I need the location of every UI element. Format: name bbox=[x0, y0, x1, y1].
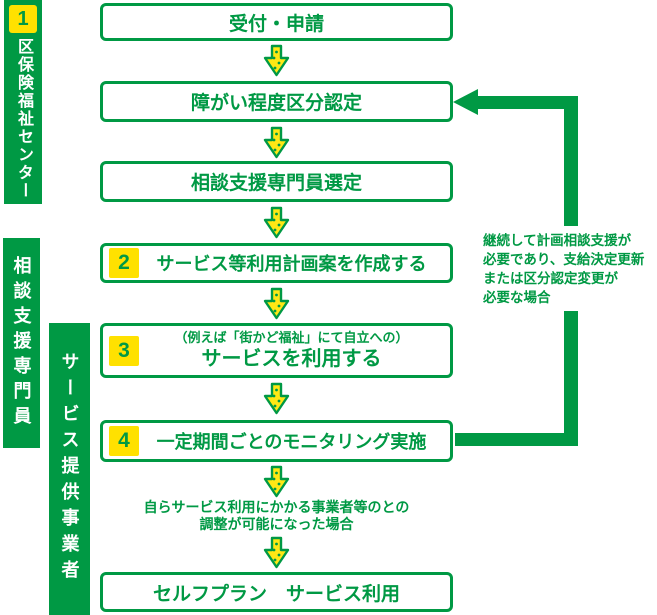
box-periodic-monitoring: 4 一定期間ごとのモニタリング実施 bbox=[100, 420, 453, 462]
sidebar-consultation-specialist: 相談支援専門員 bbox=[3, 238, 40, 448]
caption-self-line2: 調整が可能になった場合 bbox=[199, 516, 354, 532]
down-arrow-icon bbox=[263, 206, 290, 239]
down-arrow-icon bbox=[263, 536, 290, 569]
caption-feedback-line4: 必要な場合 bbox=[483, 290, 551, 305]
box-certification-label: 障がい程度区分認定 bbox=[190, 93, 362, 114]
down-arrow-icon bbox=[263, 44, 290, 77]
feedback-line-bottom bbox=[455, 433, 578, 446]
box-disability-classification: 障がい程度区分認定 bbox=[100, 81, 453, 122]
caption-self-arrangement: 自らサービス利用にかかる事業者等のとの 調整が可能になった場合 bbox=[100, 499, 453, 533]
step-1-badge: 1 bbox=[9, 5, 37, 33]
box-reception-label: 受付・申請 bbox=[228, 13, 324, 35]
box-use-note: （例えば「街かど福祉」にて自立への） bbox=[174, 330, 409, 346]
feedback-line-vertical-lower bbox=[564, 311, 578, 446]
sidebar-ward-health-welfare-center: 1 区保険福祉センター bbox=[4, 0, 42, 204]
left-arrow-icon bbox=[453, 89, 478, 115]
step-4-badge: 4 bbox=[109, 426, 139, 456]
consultation-specialist-label: 相談支援専門員 bbox=[11, 255, 32, 431]
box-use-label: サービスを利用する bbox=[201, 347, 382, 370]
caption-feedback-line3: または区分認定変更が bbox=[483, 271, 618, 286]
feedback-line-top bbox=[477, 96, 578, 109]
down-arrow-icon bbox=[263, 465, 290, 498]
box-create-service-plan: 2 サービス等利用計画案を作成する bbox=[100, 243, 453, 283]
sidebar-service-provider: サービス提供事業者 bbox=[49, 323, 90, 615]
box-reception-application: 受付・申請 bbox=[100, 3, 453, 41]
step-3-badge: 3 bbox=[109, 335, 139, 366]
caption-feedback-condition: 継続して計画相談支援が 必要であり、支給決定更新 または区分認定変更が 必要な場… bbox=[483, 231, 657, 307]
feedback-line-vertical-upper bbox=[564, 96, 578, 226]
box-specialist-selection: 相談支援専門員選定 bbox=[100, 161, 453, 202]
box-monitoring-label: 一定期間ごとのモニタリング実施 bbox=[156, 432, 427, 452]
down-arrow-icon bbox=[263, 287, 290, 320]
down-arrow-icon bbox=[263, 382, 290, 415]
service-provider-label: サービス提供事業者 bbox=[59, 352, 80, 586]
ward-center-label: 区保険福祉センター bbox=[15, 38, 32, 200]
box-use-service: 3 （例えば「街かど福祉」にて自立への） サービスを利用する bbox=[100, 323, 453, 378]
down-arrow-icon bbox=[263, 126, 290, 159]
caption-feedback-line1: 継続して計画相談支援が bbox=[483, 233, 632, 248]
caption-feedback-line2: 必要であり、支給決定更新 bbox=[483, 252, 645, 267]
step-2-badge: 2 bbox=[109, 248, 139, 278]
box-selfplan-label: セルフプラン サービス利用 bbox=[152, 583, 400, 605]
box-selection-label: 相談支援専門員選定 bbox=[190, 173, 362, 194]
caption-self-line1: 自らサービス利用にかかる事業者等のとの bbox=[143, 499, 410, 515]
box-plan-label: サービス等利用計画案を作成する bbox=[156, 254, 427, 274]
box-self-plan-service-use: セルフプラン サービス利用 bbox=[100, 572, 453, 612]
